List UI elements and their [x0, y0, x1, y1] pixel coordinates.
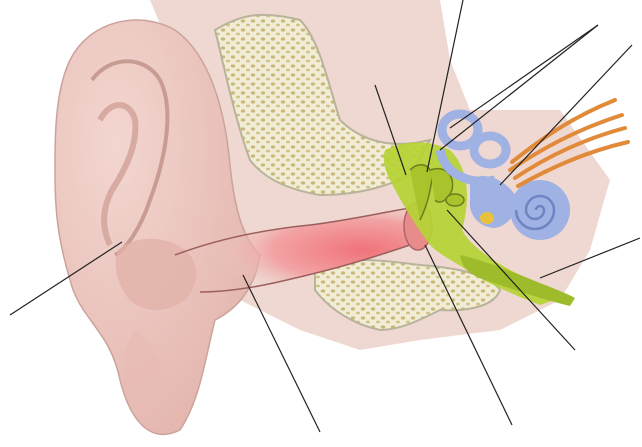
oval-window	[480, 212, 494, 224]
stapes	[446, 194, 464, 206]
